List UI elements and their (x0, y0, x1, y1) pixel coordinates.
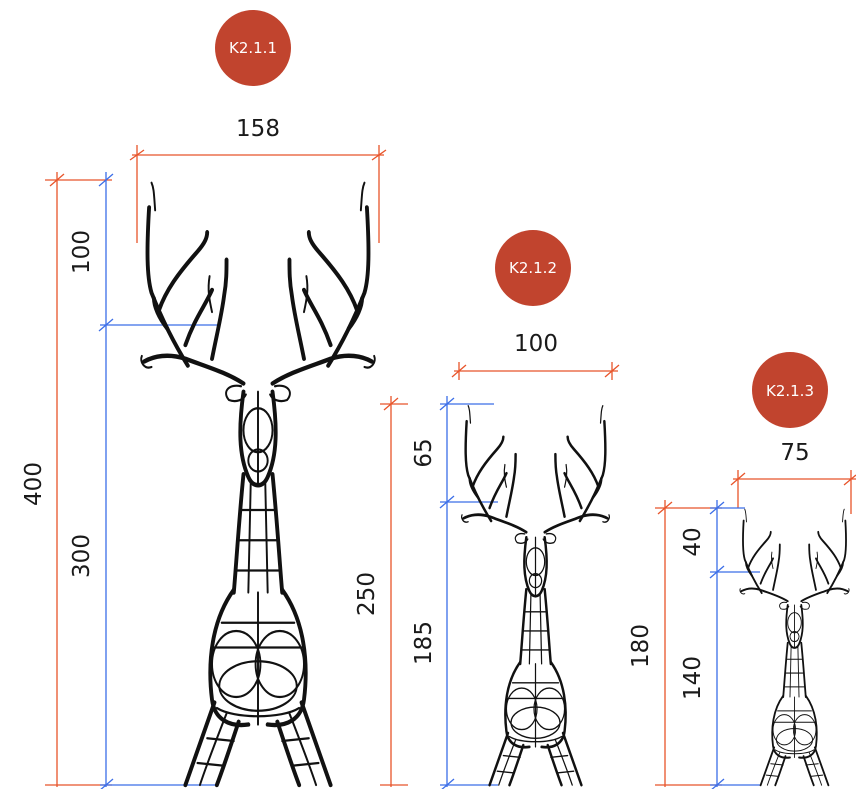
model-code: K2.1.3 (766, 382, 814, 400)
width-label: 100 (514, 331, 558, 357)
width-dimension (451, 362, 620, 380)
model-k212: K2.1.2 100 250 65 185 (354, 230, 620, 789)
total-height-dimension (380, 396, 408, 787)
antler-height-label: 40 (680, 527, 706, 556)
model-k213: K2.1.3 75 180 40 140 (628, 352, 856, 789)
width-dimension (730, 470, 856, 514)
width-label: 158 (236, 116, 280, 142)
split-height-dimension (709, 500, 760, 789)
model-k211: K2.1.1 158 400 100 300 (21, 10, 387, 789)
split-height-dimension (98, 172, 220, 789)
model-badge (752, 352, 828, 428)
reindeer-figure (460, 404, 611, 787)
model-code: K2.1.2 (509, 259, 557, 277)
total-height-label: 180 (628, 624, 654, 668)
total-height-label: 400 (21, 462, 47, 506)
model-badge (495, 230, 571, 306)
model-badge (215, 10, 291, 86)
body-height-label: 140 (680, 656, 706, 700)
antler-height-label: 100 (69, 230, 95, 274)
reindeer-figure (141, 183, 375, 785)
reindeer-figure (738, 508, 851, 787)
total-height-dimension (45, 172, 112, 787)
width-dimension (129, 145, 387, 243)
body-height-label: 300 (69, 534, 95, 578)
body-height-label: 185 (411, 621, 437, 665)
antler-height-label: 65 (411, 438, 437, 467)
width-label: 75 (780, 440, 809, 466)
model-code: K2.1.1 (229, 39, 277, 57)
total-height-label: 250 (354, 572, 380, 616)
split-height-dimension (439, 396, 498, 789)
